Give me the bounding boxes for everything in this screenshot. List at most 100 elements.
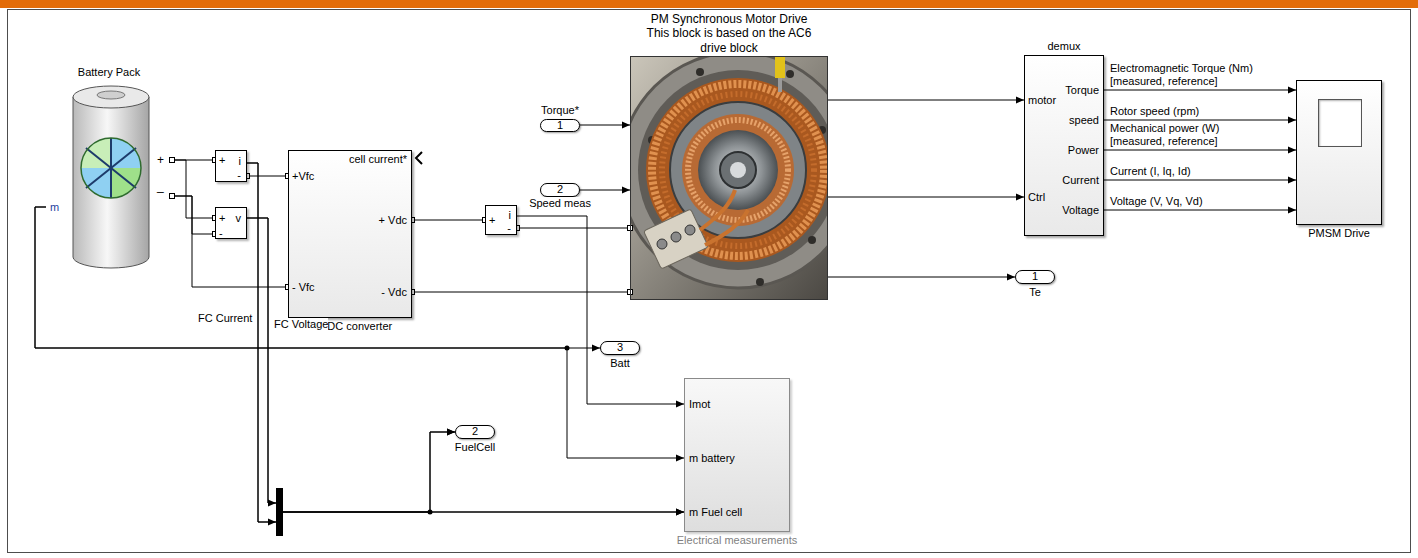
port-number: 3: [617, 341, 623, 354]
port-square: [170, 194, 175, 199]
block-label: PMSM Drive: [1308, 227, 1370, 240]
current-sensor: +i-: [485, 205, 517, 235]
signal-line: [517, 216, 684, 404]
signal-line: [1104, 90, 1296, 91]
port-square: [170, 158, 175, 163]
port-label: - Vdc: [381, 286, 407, 299]
block-label: Electrical measurements: [677, 534, 797, 547]
arrow-head: [622, 122, 630, 129]
arrow-head: [676, 509, 684, 516]
motor-photo: [685, 225, 695, 235]
signal-line: [1104, 210, 1296, 211]
port-label: m battery: [689, 452, 735, 465]
arrow-head: [1016, 194, 1024, 201]
motor-photo: [657, 239, 667, 249]
motor-photo: [808, 236, 816, 244]
scope-screen: [1318, 99, 1362, 147]
port-number: 1: [1032, 270, 1038, 283]
motor-photo: [698, 130, 778, 210]
motor-photo: [778, 78, 782, 92]
port-label: v: [236, 212, 242, 225]
arrow-head: [622, 187, 630, 194]
arrow-head: [447, 429, 455, 436]
motor-photo: [671, 232, 681, 242]
arrow-head: [268, 500, 276, 507]
port-name: FuelCell: [455, 441, 495, 454]
motor-photo: [720, 152, 756, 188]
port-number: 1: [557, 119, 563, 132]
port-label: +: [219, 212, 225, 225]
block-label: demux: [1047, 40, 1080, 53]
battery-icon: [81, 138, 141, 198]
port-label: Voltage: [1062, 204, 1099, 217]
inport-oval: 2Speed meas: [540, 183, 580, 197]
arrow-head: [676, 455, 684, 462]
port-label: -: [237, 169, 241, 182]
port-number: 2: [557, 183, 563, 196]
signal-label: Mechanical power (W) [measured, referenc…: [1110, 122, 1260, 148]
arrow-head: [1288, 177, 1296, 184]
signal-label: Voltage (V, Vq, Vd): [1110, 195, 1203, 208]
motor-photo: [756, 278, 764, 286]
battery-icon: [81, 138, 141, 198]
arrow-head: [1007, 274, 1015, 281]
canvas-frame: [8, 10, 1411, 553]
arrow-head: [1016, 97, 1024, 104]
arrow-head: [447, 429, 455, 436]
port-label: +Vfc: [292, 170, 314, 183]
title-bar: [0, 0, 1418, 8]
power-wire: [247, 176, 288, 177]
battery-icon: [73, 86, 149, 268]
port-label: Torque: [1065, 84, 1099, 97]
port-square: [170, 158, 175, 163]
block-label: Battery Pack: [78, 66, 140, 79]
port-number: 2: [472, 425, 478, 438]
port-square: [170, 194, 175, 199]
port-label: Ctrl: [1028, 191, 1045, 204]
port-label: - Vfc: [292, 281, 315, 294]
power-wire: [517, 228, 630, 229]
motor-photo: [630, 56, 828, 288]
goto-tag: [416, 152, 422, 164]
battery-icon: [73, 86, 149, 108]
motor-photo: [644, 209, 709, 269]
port-label: +: [489, 214, 495, 227]
port-name: Torque*: [541, 104, 579, 117]
outport-oval: 2FuelCell: [455, 425, 495, 439]
power-wire: [172, 160, 215, 218]
signal-label: Electromagnetic Torque (Nm) [measured, r…: [1110, 62, 1270, 88]
port-label: Current: [1062, 174, 1099, 187]
arrow-head: [592, 345, 600, 352]
motor-photo: [786, 70, 794, 78]
scope-block: PMSM Drive: [1296, 80, 1382, 225]
signal-line: [828, 277, 1015, 278]
arrow-head: [1288, 147, 1296, 154]
port-name: Speed meas: [529, 197, 591, 210]
port-label: motor: [1028, 94, 1056, 107]
terminal-sign: +: [157, 153, 164, 167]
battery-icon: [73, 97, 149, 268]
port-label: Power: [1068, 144, 1099, 157]
port-label: cell current*: [349, 153, 407, 166]
motor-photo: [696, 68, 704, 76]
arrow-head: [1288, 207, 1296, 214]
branch-dot: [565, 346, 570, 351]
port-label: -: [507, 222, 511, 235]
motor-photo: [700, 190, 735, 230]
signal-line: [1104, 180, 1296, 181]
inport-oval: Torque*1: [540, 119, 580, 132]
block-title: PM Synchronous Motor Drive This block is…: [641, 12, 817, 55]
signal-line: [828, 197, 1024, 198]
motor-photo: [688, 120, 788, 220]
motor-photo: [630, 56, 828, 300]
signal-line: [1104, 120, 1296, 121]
terminal-sign: _: [157, 179, 164, 193]
battery-icon: [110, 138, 112, 198]
signal-line: [1104, 150, 1296, 151]
power-wire: [412, 292, 630, 293]
battery-block: Battery Packm+_: [46, 82, 172, 270]
port-name: Te: [1029, 286, 1041, 299]
port-label: + Vdc: [379, 214, 407, 227]
signal-label: Rotor speed (rpm): [1110, 105, 1199, 118]
